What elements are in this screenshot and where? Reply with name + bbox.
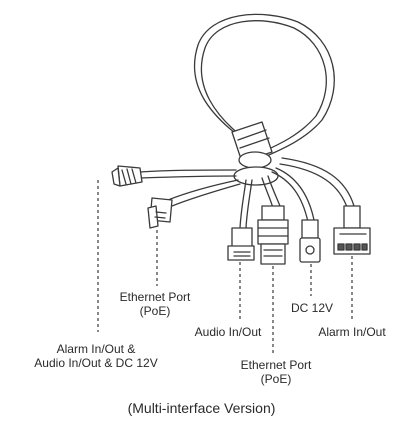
left-ethernet-connector <box>147 197 173 229</box>
right-branch-cables <box>239 157 355 229</box>
splitter-body <box>231 121 279 186</box>
diagram-caption: (Multi-interface Version) <box>127 400 276 416</box>
label-dc12v: DC 12V <box>290 301 334 315</box>
label-audio: Audio In/Out <box>194 325 262 339</box>
label-ethernet-port-left-line2: (PoE) <box>139 304 171 318</box>
label-alarm-combo: Alarm In/Out & Audio In/Out & DC 12V <box>6 342 186 370</box>
combo-connector <box>111 165 143 187</box>
center-ethernet-connector <box>257 205 289 265</box>
label-ethernet-port-center-line2: (PoE) <box>260 372 292 386</box>
label-alarm-combo-line1: Alarm In/Out & <box>56 342 136 356</box>
label-alarm: Alarm In/Out <box>318 325 386 339</box>
label-ethernet-port-left-line1: Ethernet Port <box>119 290 191 304</box>
label-ethernet-port-center: Ethernet Port (PoE) <box>224 358 328 386</box>
dc12v-connector <box>299 219 321 263</box>
label-ethernet-port-left: Ethernet Port (PoE) <box>103 290 207 318</box>
label-ethernet-port-center-line1: Ethernet Port <box>240 358 312 372</box>
alarm-connector <box>333 205 371 255</box>
main-cable-loop <box>193 13 335 159</box>
audio-connector <box>227 227 255 261</box>
label-alarm-combo-line2: Audio In/Out & DC 12V <box>34 356 158 370</box>
left-branch-cables <box>139 169 241 207</box>
